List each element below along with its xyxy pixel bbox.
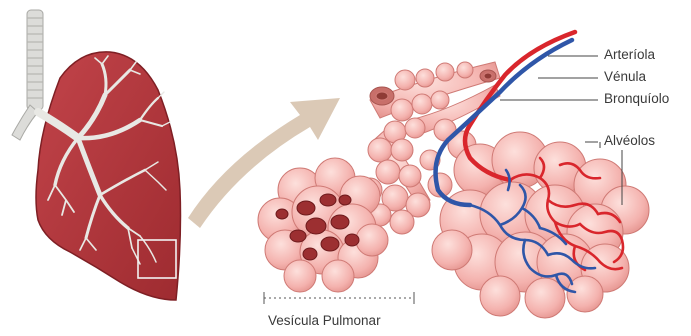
- trachea: [12, 10, 43, 140]
- vesicle-bracket: [264, 292, 414, 304]
- label-bronquiolo: Bronquíolo: [604, 91, 669, 106]
- label-vesicula: Vesícula Pulmonar: [268, 313, 381, 328]
- label-arteriola: Arteríola: [604, 47, 655, 62]
- lung-illustration: [12, 10, 181, 300]
- label-venula: Vénula: [604, 69, 646, 84]
- label-alveolos: Alvéolos: [604, 133, 655, 148]
